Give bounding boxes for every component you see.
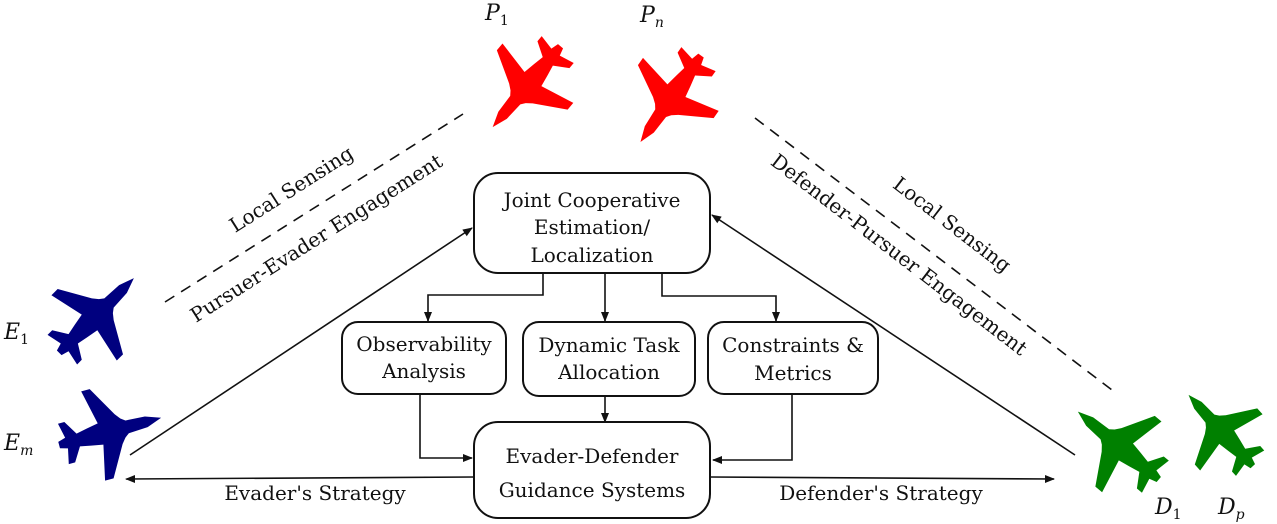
box-line: Guidance Systems <box>499 478 686 502</box>
estimation-to-constraints-arrow <box>661 272 780 322</box>
agent-em-label: Em <box>3 431 33 459</box>
dynamic-task-allocation-box: Dynamic Task Allocation <box>522 321 696 397</box>
evader-jets <box>26 245 174 490</box>
guidance-systems-box: Evader-Defender Guidance Systems <box>473 421 711 519</box>
box-line: Observability <box>356 332 492 356</box>
estimation-to-observability-arrow <box>424 272 544 322</box>
box-line: Localization <box>530 243 653 267</box>
observability-analysis-box: Observability Analysis <box>341 321 507 395</box>
jet-icon <box>26 245 167 386</box>
pursuer-evader-dashed-line <box>164 113 464 303</box>
observability-to-guidance-arrow <box>419 393 473 462</box>
agent-p1-label: P1 <box>484 1 509 29</box>
evader-to-estimation-arrow <box>129 227 473 456</box>
pursuer-jets <box>457 16 739 169</box>
agent-d1-label: D1 <box>1154 495 1182 523</box>
jet-icon <box>457 16 596 157</box>
agent-pn-label: Pn <box>639 3 664 31</box>
jet-icon <box>1157 366 1277 495</box>
evader-strategy-label: Evader's Strategy <box>224 481 406 505</box>
jet-icon <box>602 29 739 169</box>
agent-dp-label: Dp <box>1217 495 1245 523</box>
defender-strategy-label: Defender's Strategy <box>779 481 983 505</box>
defender-strategy-arrow <box>709 474 1055 483</box>
constraints-to-guidance-arrow <box>712 393 793 464</box>
agent-e1-label: E1 <box>3 320 29 348</box>
defender-to-estimation-arrow <box>711 214 1076 456</box>
box-line: Allocation <box>557 360 660 384</box>
defender-jets <box>1048 366 1277 515</box>
jet-icon <box>47 373 174 490</box>
box-line: Joint Cooperative <box>502 188 681 212</box>
constraints-metrics-box: Constraints & Metrics <box>707 321 879 395</box>
box-line: Dynamic Task <box>538 333 680 357</box>
box-line: Analysis <box>381 359 466 383</box>
box-line: Evader-Defender <box>506 444 679 468</box>
evader-strategy-arrow <box>125 474 475 483</box>
box-line: Constraints & <box>722 333 864 357</box>
box-line: Estimation/ <box>534 215 651 239</box>
joint-estimation-box: Joint Cooperative Estimation/ Localizati… <box>473 172 711 274</box>
box-line: Metrics <box>754 361 832 385</box>
